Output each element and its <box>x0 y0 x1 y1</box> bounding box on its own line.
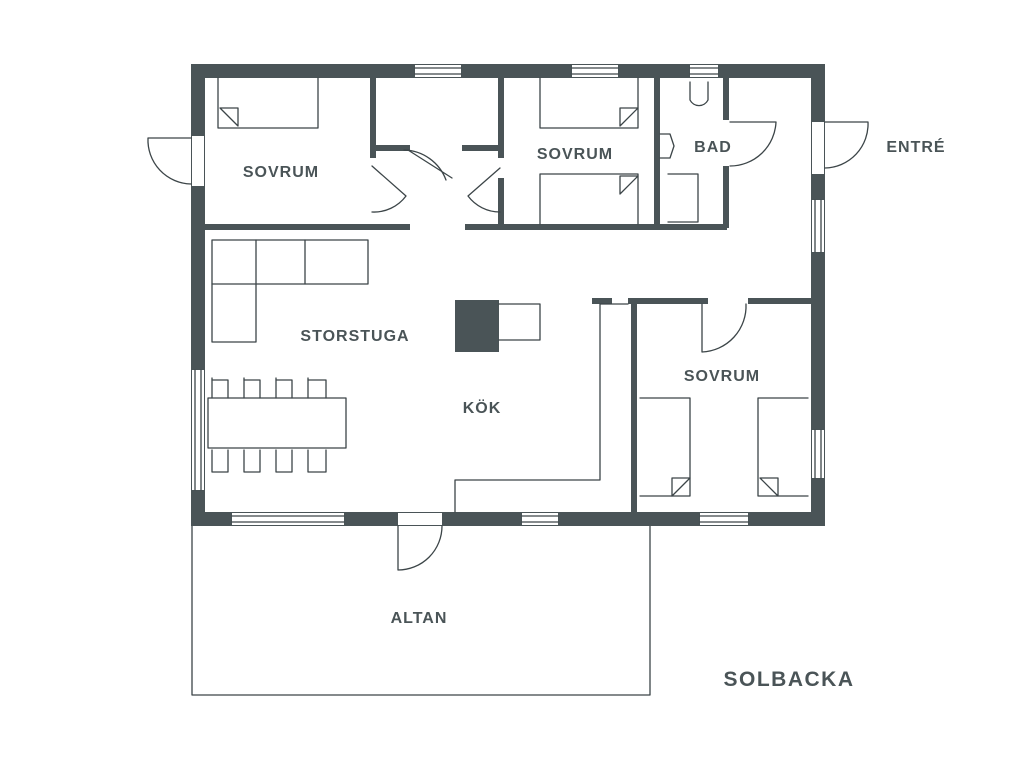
room-label-bedroom-se: SOVRUM <box>684 368 760 385</box>
room-label-entrance: ENTRÉ <box>886 137 945 156</box>
room-label-bathroom: BAD <box>694 139 732 156</box>
wall-openings <box>192 65 824 525</box>
furniture <box>207 77 809 513</box>
interior-walls <box>205 78 812 512</box>
room-label-bedroom-n: SOVRUM <box>537 146 613 163</box>
plan-title: SOLBACKA <box>724 668 855 691</box>
room-label-living-room: STORSTUGA <box>300 328 409 345</box>
exterior-walls <box>191 64 825 526</box>
doors <box>147 121 869 571</box>
room-label-deck: ALTAN <box>391 610 448 627</box>
room-label-bedroom-nw: SOVRUM <box>243 164 319 181</box>
deck-outline <box>191 521 651 696</box>
room-label-kitchen: KÖK <box>463 398 502 417</box>
